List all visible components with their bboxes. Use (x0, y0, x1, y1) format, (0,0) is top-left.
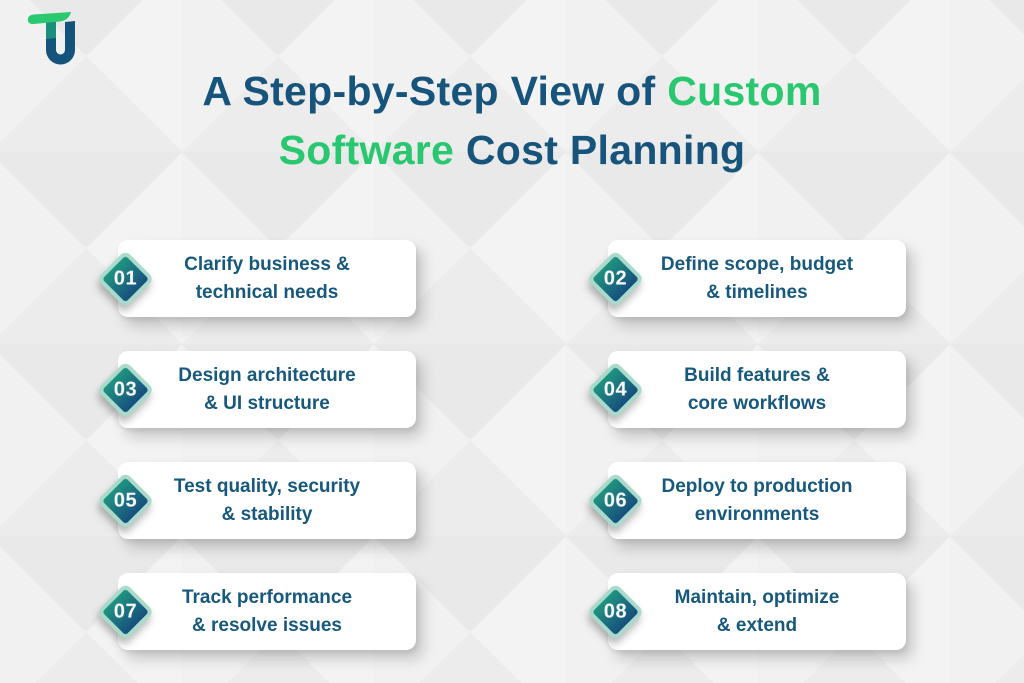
step-card-01: 01 Clarify business & technical needs (96, 240, 416, 317)
step-number-diamond-07: 07 (96, 582, 155, 641)
logo-t-bar (27, 12, 71, 25)
step-label: Maintain, optimize & extend (674, 586, 840, 636)
steps-grid: 01 Clarify business & technical needs 02… (0, 240, 1024, 650)
step-number-diamond-08: 08 (586, 582, 645, 641)
step-card-05: 05 Test quality, security & stability (96, 462, 416, 539)
step-label: Test quality, security & stability (173, 475, 361, 525)
tu-logo-icon (27, 12, 75, 65)
step-label: Deploy to production environments (661, 475, 853, 525)
step-card-07: 07 Track performance & resolve issues (96, 573, 416, 650)
step-number-label: 02 (603, 267, 628, 289)
step-number-label: 07 (113, 600, 138, 622)
step-label: Track performance & resolve issues (181, 586, 353, 636)
step-number-label: 06 (603, 489, 628, 511)
step-card-06: 06 Deploy to production environments (586, 462, 906, 539)
title-text-green-2: Software (278, 127, 455, 173)
step-number-label: 08 (603, 600, 628, 622)
step-number-diamond-06: 06 (586, 471, 645, 530)
step-number-label: 01 (113, 267, 138, 289)
step-number-diamond-01: 01 (96, 249, 155, 308)
logo-t-stem (46, 18, 56, 39)
page-title: A Step-by-Step View of Custom Software C… (0, 62, 1024, 180)
step-label: Define scope, budget & timelines (660, 253, 854, 303)
title-text-dark-2: Cost Planning (465, 127, 746, 173)
title-text-dark-1: A Step-by-Step View of (202, 68, 656, 114)
title-text-green-1: Custom (667, 68, 822, 114)
step-label: Design architecture & UI structure (178, 364, 356, 414)
title-line2: Software Cost Planning (279, 127, 746, 173)
step-number-label: 04 (603, 378, 628, 400)
step-card-02: 02 Define scope, budget & timelines (586, 240, 906, 317)
step-card-08: 08 Maintain, optimize & extend (586, 573, 906, 650)
step-number-diamond-02: 02 (586, 249, 645, 308)
step-card-04: 04 Build features & core workflows (586, 351, 906, 428)
step-label: Clarify business & technical needs (184, 253, 350, 303)
step-card-03: 03 Design architecture & UI structure (96, 351, 416, 428)
title-line1: A Step-by-Step View of Custom (202, 68, 821, 114)
step-number-diamond-05: 05 (96, 471, 155, 530)
step-number-label: 05 (113, 489, 138, 511)
step-number-diamond-04: 04 (586, 360, 645, 419)
step-label: Build features & core workflows (684, 364, 830, 414)
step-number-label: 03 (113, 378, 138, 400)
step-number-diamond-03: 03 (96, 360, 155, 419)
